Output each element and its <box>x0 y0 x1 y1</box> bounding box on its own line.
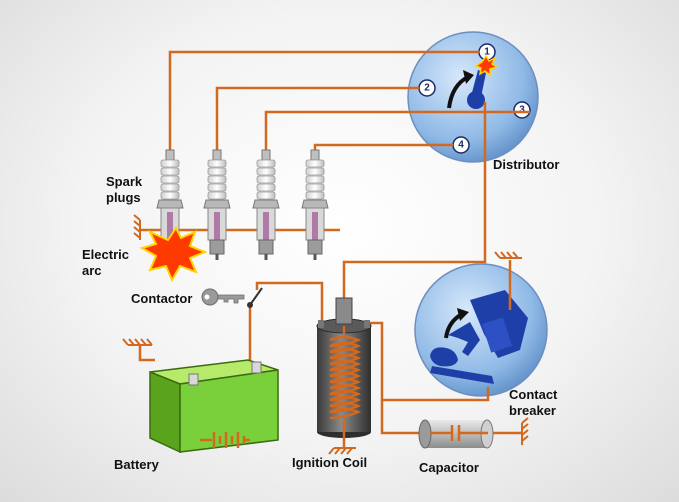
wire-plug2-to-terminal2 <box>215 86 419 158</box>
distributor-terminal-2: 2 <box>418 79 436 97</box>
label-spark-plugs-2: plugs <box>106 190 141 205</box>
battery-cells-symbol <box>200 432 250 448</box>
spark-plug-4 <box>301 149 329 260</box>
rotor-hub <box>467 91 485 109</box>
capacitor-end-left <box>418 419 432 449</box>
contactor-switch[interactable] <box>247 287 263 308</box>
electric-arc-icon <box>139 226 208 283</box>
label-contact-breaker-1: Contact <box>509 387 558 402</box>
breaker-lever <box>448 322 480 356</box>
label-electric-arc-1: Electric <box>82 247 129 262</box>
label-spark-plugs-1: Spark <box>106 174 143 189</box>
ground-breaker <box>494 251 522 259</box>
ground-capacitor <box>521 417 529 445</box>
breaker-cam <box>430 347 458 367</box>
rotation-arrow-head <box>463 70 474 84</box>
wire-coil-to-distributor <box>342 102 487 298</box>
battery <box>149 359 279 454</box>
battery-front <box>179 369 279 453</box>
terminal-label-1: 1 <box>484 47 490 58</box>
ignition-coil <box>316 297 372 448</box>
label-electric-arc-2: arc <box>82 263 102 278</box>
wire-battery-ground <box>138 345 155 362</box>
battery-side <box>149 370 181 454</box>
coil-terminal-left <box>318 320 324 328</box>
battery-terminal-negative <box>188 373 199 386</box>
wire-plug1-to-terminal1 <box>168 50 480 158</box>
terminal-label-4: 4 <box>458 140 464 151</box>
ground-plugs <box>133 214 141 240</box>
distributor-spark-icon <box>474 54 499 77</box>
label-battery: Battery <box>114 457 159 472</box>
terminal-label-2: 2 <box>424 83 430 94</box>
contact-breaker <box>414 263 548 397</box>
ground-coil <box>328 447 356 455</box>
capacitor-symbol <box>430 425 488 441</box>
capacitor <box>418 419 494 449</box>
label-contact-breaker-2: breaker <box>509 403 556 418</box>
spark-plug-2 <box>203 149 231 260</box>
spark-plugs <box>156 149 329 260</box>
ground-battery <box>122 338 153 346</box>
label-distributor: Distributor <box>493 157 560 172</box>
terminal-label-3: 3 <box>519 105 525 116</box>
label-capacitor: Capacitor <box>419 460 479 475</box>
battery-terminal-positive <box>251 361 262 374</box>
coil-winding <box>329 326 362 448</box>
wire-plug3-to-terminal3 <box>264 110 530 158</box>
breaker-spring <box>481 317 513 353</box>
wires <box>138 50 530 448</box>
spark-plug-3 <box>252 149 280 260</box>
coil-tower <box>335 297 353 325</box>
label-ignition-coil: Ignition Coil <box>292 455 368 470</box>
key-icon[interactable] <box>201 288 245 306</box>
wire-coil-to-capacitor <box>380 400 430 435</box>
coil-terminal-right <box>364 320 370 328</box>
distributor: 1 2 3 4 <box>407 31 539 163</box>
distributor-terminal-4: 4 <box>452 136 470 154</box>
distributor-terminal-3: 3 <box>513 101 531 119</box>
breaker-arm <box>430 366 494 384</box>
label-contactor: Contactor <box>131 291 193 306</box>
breaker-rotation-arrow-head <box>457 308 469 321</box>
wire-contactor-to-coil <box>255 281 324 320</box>
